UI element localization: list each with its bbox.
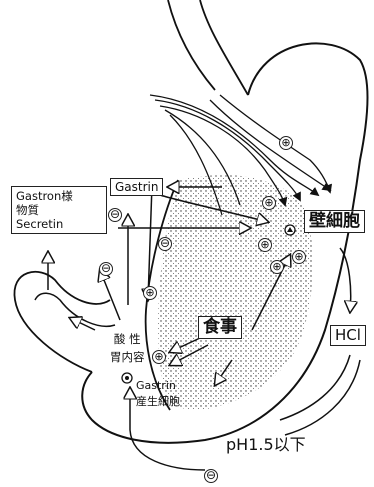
plus-sign: ⊕ xyxy=(258,238,272,252)
gastrin-producing-cell-label: Gastrin 産生細胞 xyxy=(136,378,180,410)
plus-sign: ⊕ xyxy=(279,136,293,150)
plus-sign: ⊕ xyxy=(143,286,157,300)
gastron-secretin-box: Gastron様 物質 Secretin xyxy=(11,186,107,234)
gastrin-box: Gastrin xyxy=(110,178,163,196)
minus-sign: ⊖ xyxy=(108,208,122,222)
gastric-mucosa-dotted xyxy=(158,175,313,410)
plus-sign: ⊕ xyxy=(292,250,306,264)
acid-outflow-curve xyxy=(280,355,350,420)
plus-sign: ⊕ xyxy=(270,260,284,274)
minus-sign: ⊖ xyxy=(158,237,172,251)
hcl-box: HCl xyxy=(330,325,366,346)
plus-sign: ⊕ xyxy=(262,196,276,210)
esophagus-left xyxy=(168,0,215,90)
minus-sign: ⊖ xyxy=(204,469,218,483)
parietal-cell-box: 壁細胞 xyxy=(304,210,365,233)
food-box: 食事 xyxy=(198,316,242,339)
minus-sign: ⊖ xyxy=(99,262,113,276)
acidic-gastric-content-label: 酸 性 胃内容 xyxy=(110,330,145,366)
ph-label: pH1.5以下 xyxy=(226,437,306,453)
duodenum xyxy=(14,272,110,372)
plus-sign: ⊕ xyxy=(152,350,166,364)
